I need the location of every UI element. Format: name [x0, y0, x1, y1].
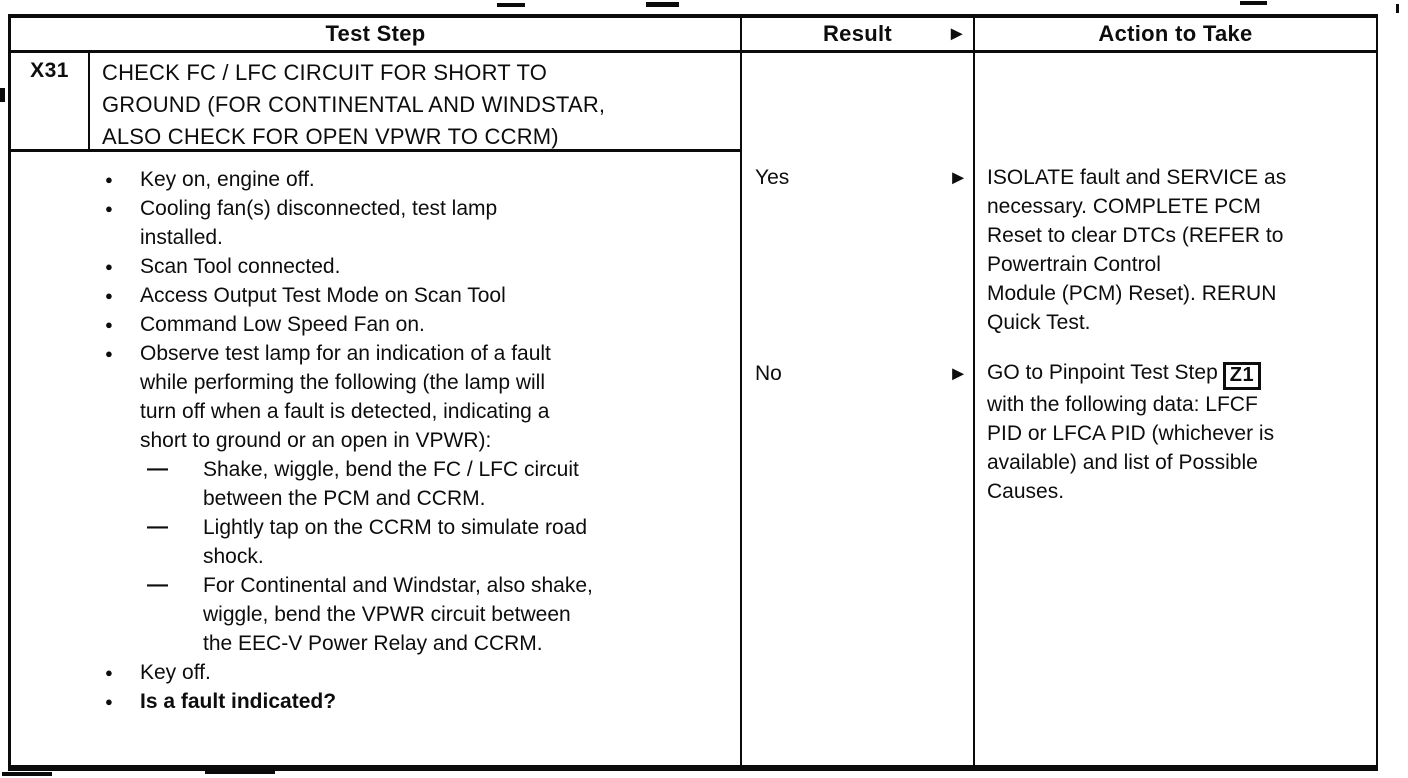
step-title-line: ALSO CHECK FOR OPEN VPWR TO CCRM)	[102, 124, 559, 149]
action-line: PID or LFCA PID (whichever is	[987, 422, 1275, 445]
sub-list-item-text: For Continental and Windstar, also shake…	[203, 574, 593, 597]
list-item: ● Key off.	[105, 658, 736, 687]
header-result: Result ►	[740, 18, 973, 50]
test-step-reference-badge: Z1	[1222, 362, 1262, 390]
sub-list-item-text: wiggle, bend the VPWR circuit between	[203, 603, 571, 626]
action-line: ISOLATE fault and SERVICE as	[987, 166, 1287, 189]
list-item: ● Command Low Speed Fan on.	[105, 310, 736, 339]
action-line: Quick Test.	[987, 311, 1091, 334]
result-yes-label: Yes	[755, 166, 790, 189]
result-no-label: No	[755, 362, 782, 385]
step-title-row: X31 CHECK FC / LFC CIRCUIT FOR SHORT TO …	[11, 53, 740, 152]
action-column: ISOLATE fault and SERVICE as necessary. …	[973, 53, 1376, 765]
action-line: necessary. COMPLETE PCM	[987, 195, 1261, 218]
result-no-row: No ►	[755, 361, 968, 387]
bullet-icon: ●	[105, 694, 113, 709]
step-title-line: GROUND (FOR CONTINENTAL AND WINDSTAR,	[102, 92, 606, 117]
header-test-step: Test Step	[11, 18, 740, 50]
sub-list-item-text: between the PCM and CCRM.	[203, 487, 486, 510]
table-body-row: X31 CHECK FC / LFC CIRCUIT FOR SHORT TO …	[11, 53, 1376, 765]
action-line-prefix: GO to Pinpoint Test Step	[987, 361, 1218, 384]
bullet-icon: ●	[105, 346, 113, 361]
dash-icon: —	[147, 573, 168, 596]
action-line: Module (PCM) Reset). RERUN	[987, 282, 1277, 305]
header-result-label: Result	[822, 21, 893, 46]
scan-artifact	[205, 769, 275, 774]
list-item: ● Key on, engine off.	[105, 165, 736, 194]
list-item-text: short to ground or an open in VPWR):	[140, 429, 492, 452]
bullet-icon: ●	[105, 172, 113, 187]
list-item: ● Is a fault indicated?	[105, 687, 736, 716]
sub-list-item: — Lightly tap on the CCRM to simulate ro…	[147, 513, 736, 571]
list-item-text: Key on, engine off.	[140, 168, 315, 191]
sub-list-item-text: the EEC-V Power Relay and CCRM.	[203, 632, 543, 655]
list-item-text: Scan Tool connected.	[140, 255, 341, 278]
list-item-text: Access Output Test Mode on Scan Tool	[140, 284, 506, 307]
step-title: CHECK FC / LFC CIRCUIT FOR SHORT TO GROU…	[90, 53, 740, 149]
result-arrow-icon: ►	[946, 23, 967, 45]
list-item: ● Cooling fan(s) disconnected, test lamp…	[105, 194, 736, 252]
bullet-icon: ●	[105, 259, 113, 274]
action-yes-text: ISOLATE fault and SERVICE as necessary. …	[987, 163, 1374, 337]
sub-list-item-text: Shake, wiggle, bend the FC / LFC circuit	[203, 458, 579, 481]
list-item-text: turn off when a fault is detected, indic…	[140, 400, 550, 423]
list-item: ● Access Output Test Mode on Scan Tool	[105, 281, 736, 310]
bullet-icon: ●	[105, 665, 113, 680]
scan-artifact	[497, 3, 525, 7]
step-title-line: CHECK FC / LFC CIRCUIT FOR SHORT TO	[102, 60, 548, 85]
result-arrow-icon: ►	[948, 167, 968, 189]
bullet-icon: ●	[105, 317, 113, 332]
list-item-text: while performing the following (the lamp…	[140, 371, 546, 394]
list-item-text: Cooling fan(s) disconnected, test lamp	[140, 197, 498, 220]
action-line: Reset to clear DTCs (REFER to	[987, 224, 1284, 247]
scan-artifact	[646, 2, 679, 7]
list-item: ● Scan Tool connected.	[105, 252, 736, 281]
action-line: with the following data: LFCF	[987, 393, 1258, 416]
sub-list-item: — Shake, wiggle, bend the FC / LFC circu…	[147, 455, 736, 513]
bullet-icon: ●	[105, 288, 113, 303]
table-header-row: Test Step Result ► Action to Take	[11, 18, 1376, 53]
action-line: available) and list of Possible	[987, 451, 1258, 474]
action-line: Powertrain Control	[987, 253, 1161, 276]
header-action-to-take: Action to Take	[973, 18, 1376, 50]
bullet-icon: ●	[105, 201, 113, 216]
dash-icon: —	[147, 457, 168, 480]
sub-list-item-text: shock.	[203, 545, 264, 568]
result-arrow-icon: ►	[948, 363, 968, 385]
result-yes-row: Yes ►	[755, 165, 968, 191]
header-test-step-label: Test Step	[325, 21, 426, 46]
scan-artifact	[1396, 4, 1399, 13]
result-column: Yes ► No ►	[740, 53, 973, 765]
question-text: Is a fault indicated?	[140, 690, 337, 713]
procedure-list: ● Key on, engine off. ● Cooling fan(s) d…	[11, 152, 740, 765]
list-item-text: Key off.	[140, 661, 211, 684]
scan-artifact	[0, 88, 5, 102]
list-item: ● Observe test lamp for an indication of…	[105, 339, 736, 455]
action-line: Causes.	[987, 480, 1065, 503]
list-item-text: Observe test lamp for an indication of a…	[140, 342, 551, 365]
step-id: X31	[11, 53, 90, 149]
scan-artifact	[2, 772, 52, 776]
dash-icon: —	[147, 515, 168, 538]
sub-list-item: — For Continental and Windstar, also sha…	[147, 571, 736, 658]
sub-list-item-text: Lightly tap on the CCRM to simulate road	[203, 516, 588, 539]
list-item-text: Command Low Speed Fan on.	[140, 313, 425, 336]
header-action-label: Action to Take	[1098, 21, 1253, 46]
test-step-column: X31 CHECK FC / LFC CIRCUIT FOR SHORT TO …	[11, 53, 740, 765]
pinpoint-test-table: Test Step Result ► Action to Take X31 CH…	[8, 14, 1378, 771]
scan-artifact	[1240, 1, 1267, 5]
list-item-text: installed.	[140, 226, 223, 249]
